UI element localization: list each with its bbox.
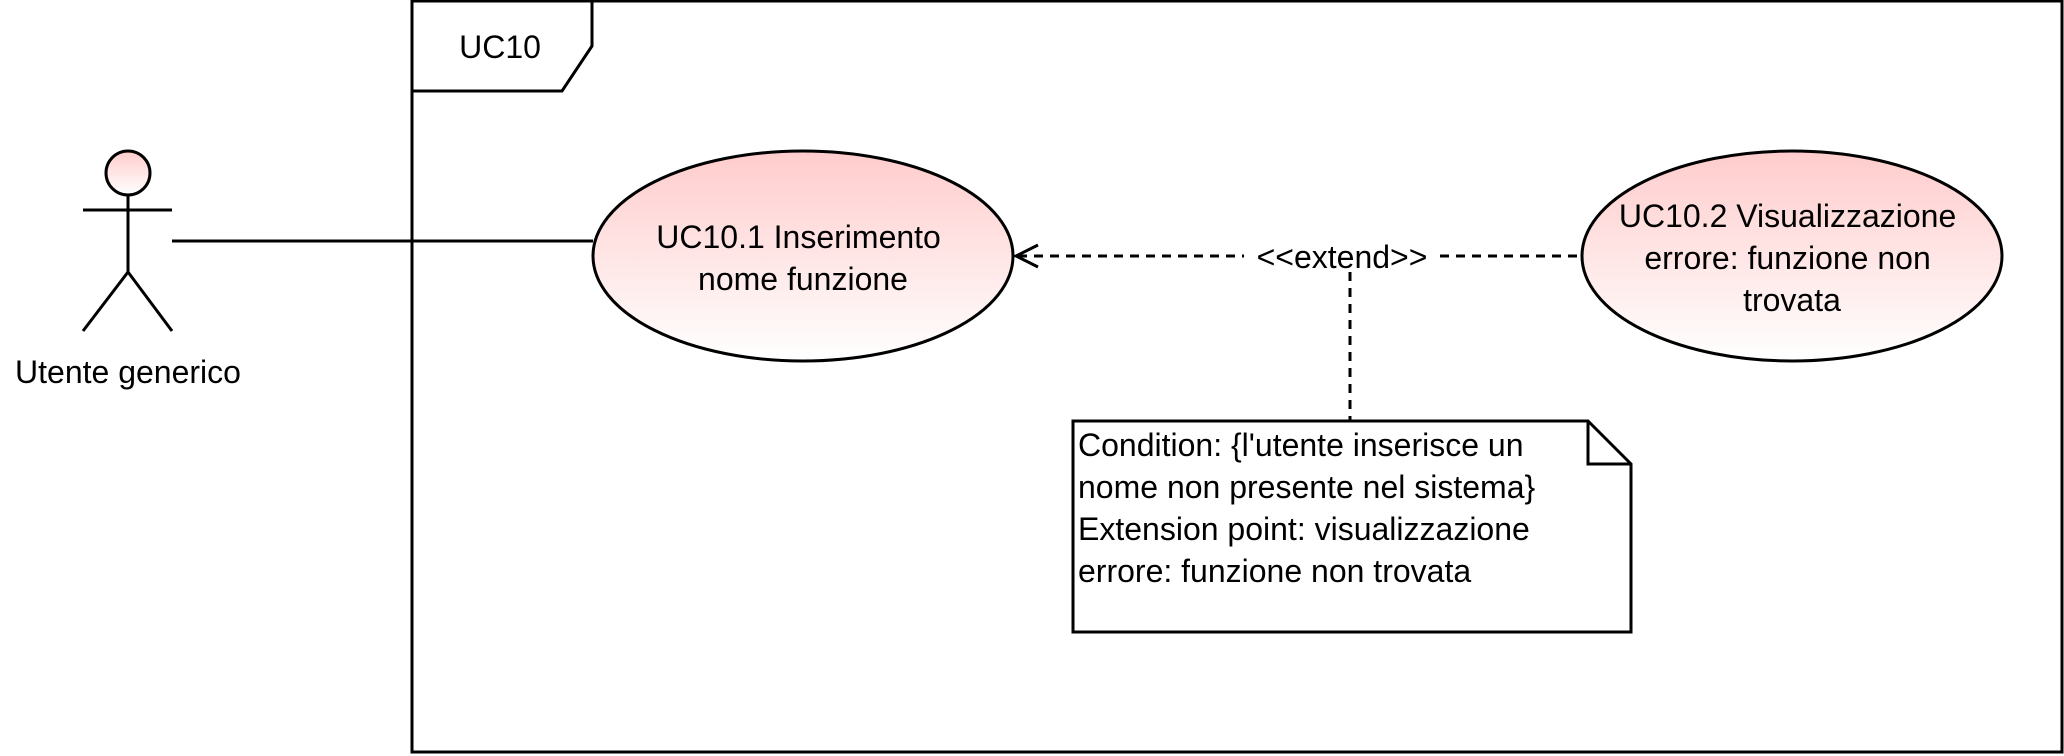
system-frame: UC10 [410, 0, 2064, 754]
note-folded-corner [1586, 421, 1631, 466]
use-case-uc10-2: UC10.2 Visualizzazione errore: funzione … [1580, 149, 2004, 363]
condition-note: Condition: {l'utente inserisce un nome n… [1071, 419, 1633, 634]
svg-text:UC10.1 Inserimento nome: UC10.1 Inserimento nome funzione [656, 219, 949, 297]
note-line: Condition: {l'utente inserisce un [1078, 427, 1524, 463]
use-case-uc10-2-line: UC10.2 Visualizzazione [1619, 198, 1956, 234]
extend-relationship: <<extend>> [1012, 239, 1583, 275]
note-line: Extension point: visualizzazione [1078, 511, 1530, 547]
use-case-uc10-1-line: nome funzione [698, 261, 908, 297]
extend-label: <<extend>> [1257, 239, 1428, 275]
use-case-uc10-1-line: UC10.1 Inserimento [656, 219, 941, 255]
use-case-uc10-2-line: errore: funzione non [1644, 240, 1930, 276]
extend-arrowhead [1012, 243, 1039, 269]
actor-head [104, 149, 152, 197]
use-case-uc10-1: UC10.1 Inserimento nome funzione [591, 149, 1015, 363]
frame-label: UC10 [459, 29, 541, 65]
use-case-uc10-2-line: trovata [1743, 282, 1841, 318]
note-line: nome non presente nel sistema} [1078, 469, 1535, 505]
svg-text:Condition: {l'utente inserisce: Condition: {l'utente inserisce un nome n… [1078, 427, 1544, 589]
note-line: errore: funzione non trovata [1078, 553, 1471, 589]
svg-text:UC10.2 Visualizzazione e: UC10.2 Visualizzazione errore: funzione … [1619, 198, 1965, 318]
actor-label: Utente generico [15, 354, 241, 390]
frame-label-tab [410, 0, 594, 93]
actor-utente-generico: Utente generico [15, 149, 241, 390]
